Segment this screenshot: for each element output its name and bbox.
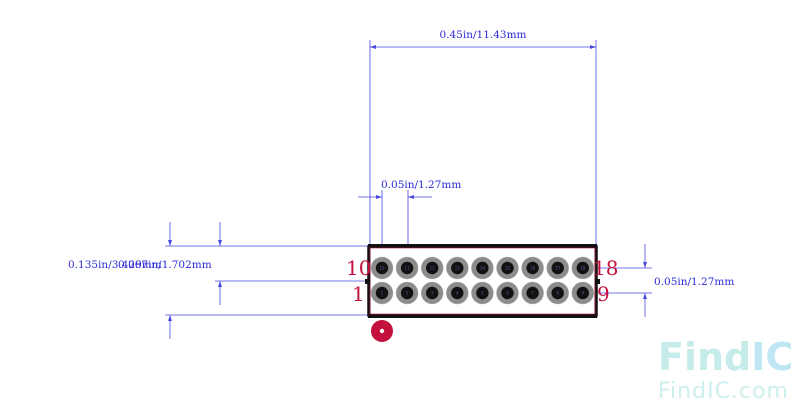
pad-17: 17 [546,256,569,280]
pad-number: 15 [505,266,511,271]
pin1-marker [371,320,393,342]
overall-width-dimension: 0.45in/11.43mm [369,29,597,246]
pad-number: 2 [406,291,409,296]
watermark-ic: IC [751,335,793,379]
pad-number: 1 [381,291,384,296]
pad-11: 11 [395,256,419,280]
pin-pitch-vertical-label: 0.05in/1.27mm [654,276,734,288]
pad-5: 5 [471,281,494,305]
pad-6: 6 [496,281,519,305]
pad-number: 10 [379,266,385,271]
pad-16: 16 [521,256,544,280]
height-inner-label: 0.067in/1.702mm [118,259,212,271]
pad-13: 13 [446,256,469,280]
connector-body [365,244,600,318]
pad-number: 18 [580,266,586,271]
overall-width-label: 0.45in/11.43mm [439,29,526,41]
pin-pitch-horizontal-dimension: 0.05in/1.27mm [358,179,461,262]
pad-18: 18 [571,256,595,280]
pad-number: 9 [582,291,585,296]
pad-number: 6 [506,291,509,296]
watermark-site: FindIC.com [658,379,789,404]
pin-label-top-right: 18 [593,256,618,280]
pad-number: 7 [531,291,534,296]
pad-number: 12 [430,266,436,271]
pin-label-bottom-left: 1 [352,282,365,306]
pad-number: 5 [481,291,484,296]
pad-number: 11 [405,266,411,271]
pad-14: 14 [471,256,494,280]
height-outer-label: 0.135in/3.429mm [68,259,162,271]
pad-12: 12 [420,256,444,280]
pad-number: 3 [431,291,434,296]
pad-2: 2 [395,281,419,305]
pad-number: 8 [556,291,559,296]
pad-number: 14 [480,266,486,271]
pad-number: 17 [555,266,561,271]
pad-number: 4 [456,291,459,296]
pin-pitch-horizontal-label: 0.05in/1.27mm [381,179,461,191]
pad-4: 4 [446,281,469,305]
pad-15: 15 [496,256,519,280]
pad-10: 10 [370,256,394,280]
pin-label-top-left: 10 [346,256,371,280]
height-dimensions-left: 0.135in/3.429mm 0.067in/1.702mm [68,222,368,339]
pin-pitch-vertical-dimension: 0.05in/1.27mm [598,244,734,317]
pad-8: 8 [546,281,569,305]
pad-9: 9 [571,281,595,305]
pin-label-bottom-right: 9 [597,282,610,306]
pad-1: 1 [370,281,394,305]
pad-3: 3 [420,281,444,305]
pad-7: 7 [521,281,544,305]
findic-watermark: FindIC FindIC.com [658,335,793,404]
pad-number: 16 [530,266,536,271]
svg-text:FindIC: FindIC [658,335,793,379]
watermark-find: Find [658,335,751,379]
pad-number: 13 [455,266,461,271]
